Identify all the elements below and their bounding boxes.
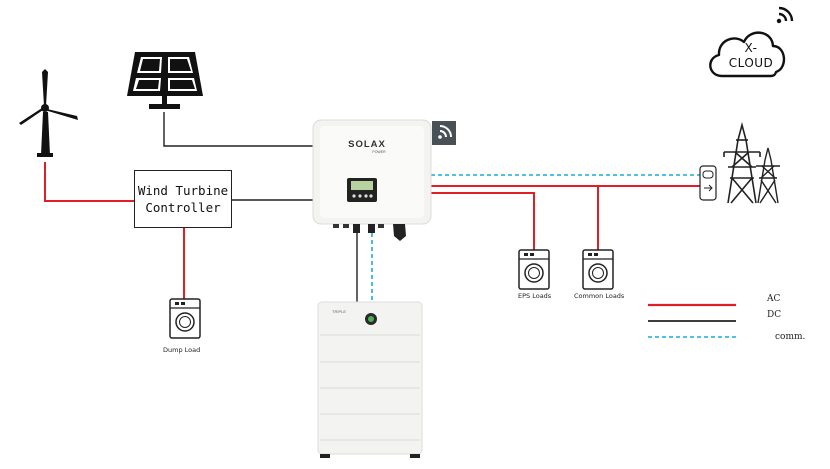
controller-label-line1: Wind Turbine [137,183,229,198]
inverter-brand-sub: POWER [372,150,386,154]
dump-load-label: Dump Load [163,346,201,354]
x-cloud-icon [709,31,786,78]
inverter-brand: SOLAX [348,139,386,150]
cloud-label-line1: X- [744,41,758,55]
controller-label-line2: Controller [145,200,221,215]
cloud-label-line2: CLOUD [728,56,774,70]
power-grid-tower-icon [723,121,761,204]
legend [648,303,736,338]
dc-wires [163,112,358,302]
eps-loads-label: EPS Loads [518,292,552,300]
common-loads-label: Common Loads [574,292,625,300]
battery-stack [317,301,423,458]
legend-ac-label: AC [767,294,781,304]
wind-turbine-icon [19,69,78,157]
inverter-unit [312,119,432,241]
eps-load-icon [518,249,550,290]
cloud-wifi-icon [776,6,794,24]
dump-load-icon [169,298,201,339]
power-grid-tower-small-icon [756,147,780,204]
ac-wires [44,162,700,300]
battery-brand: TRIPLE [332,309,346,314]
meter-icon [699,165,717,201]
legend-comm-label: comm. [775,332,806,342]
solar-panel-icon [127,52,203,109]
wind-turbine-controller: Wind Turbine Controller [134,170,232,228]
wifi-icon [432,121,456,145]
cloud-label: X- CLOUD [719,41,783,71]
comm-wires [371,174,702,302]
legend-dc-label: DC [767,310,782,320]
common-load-icon [582,249,614,290]
